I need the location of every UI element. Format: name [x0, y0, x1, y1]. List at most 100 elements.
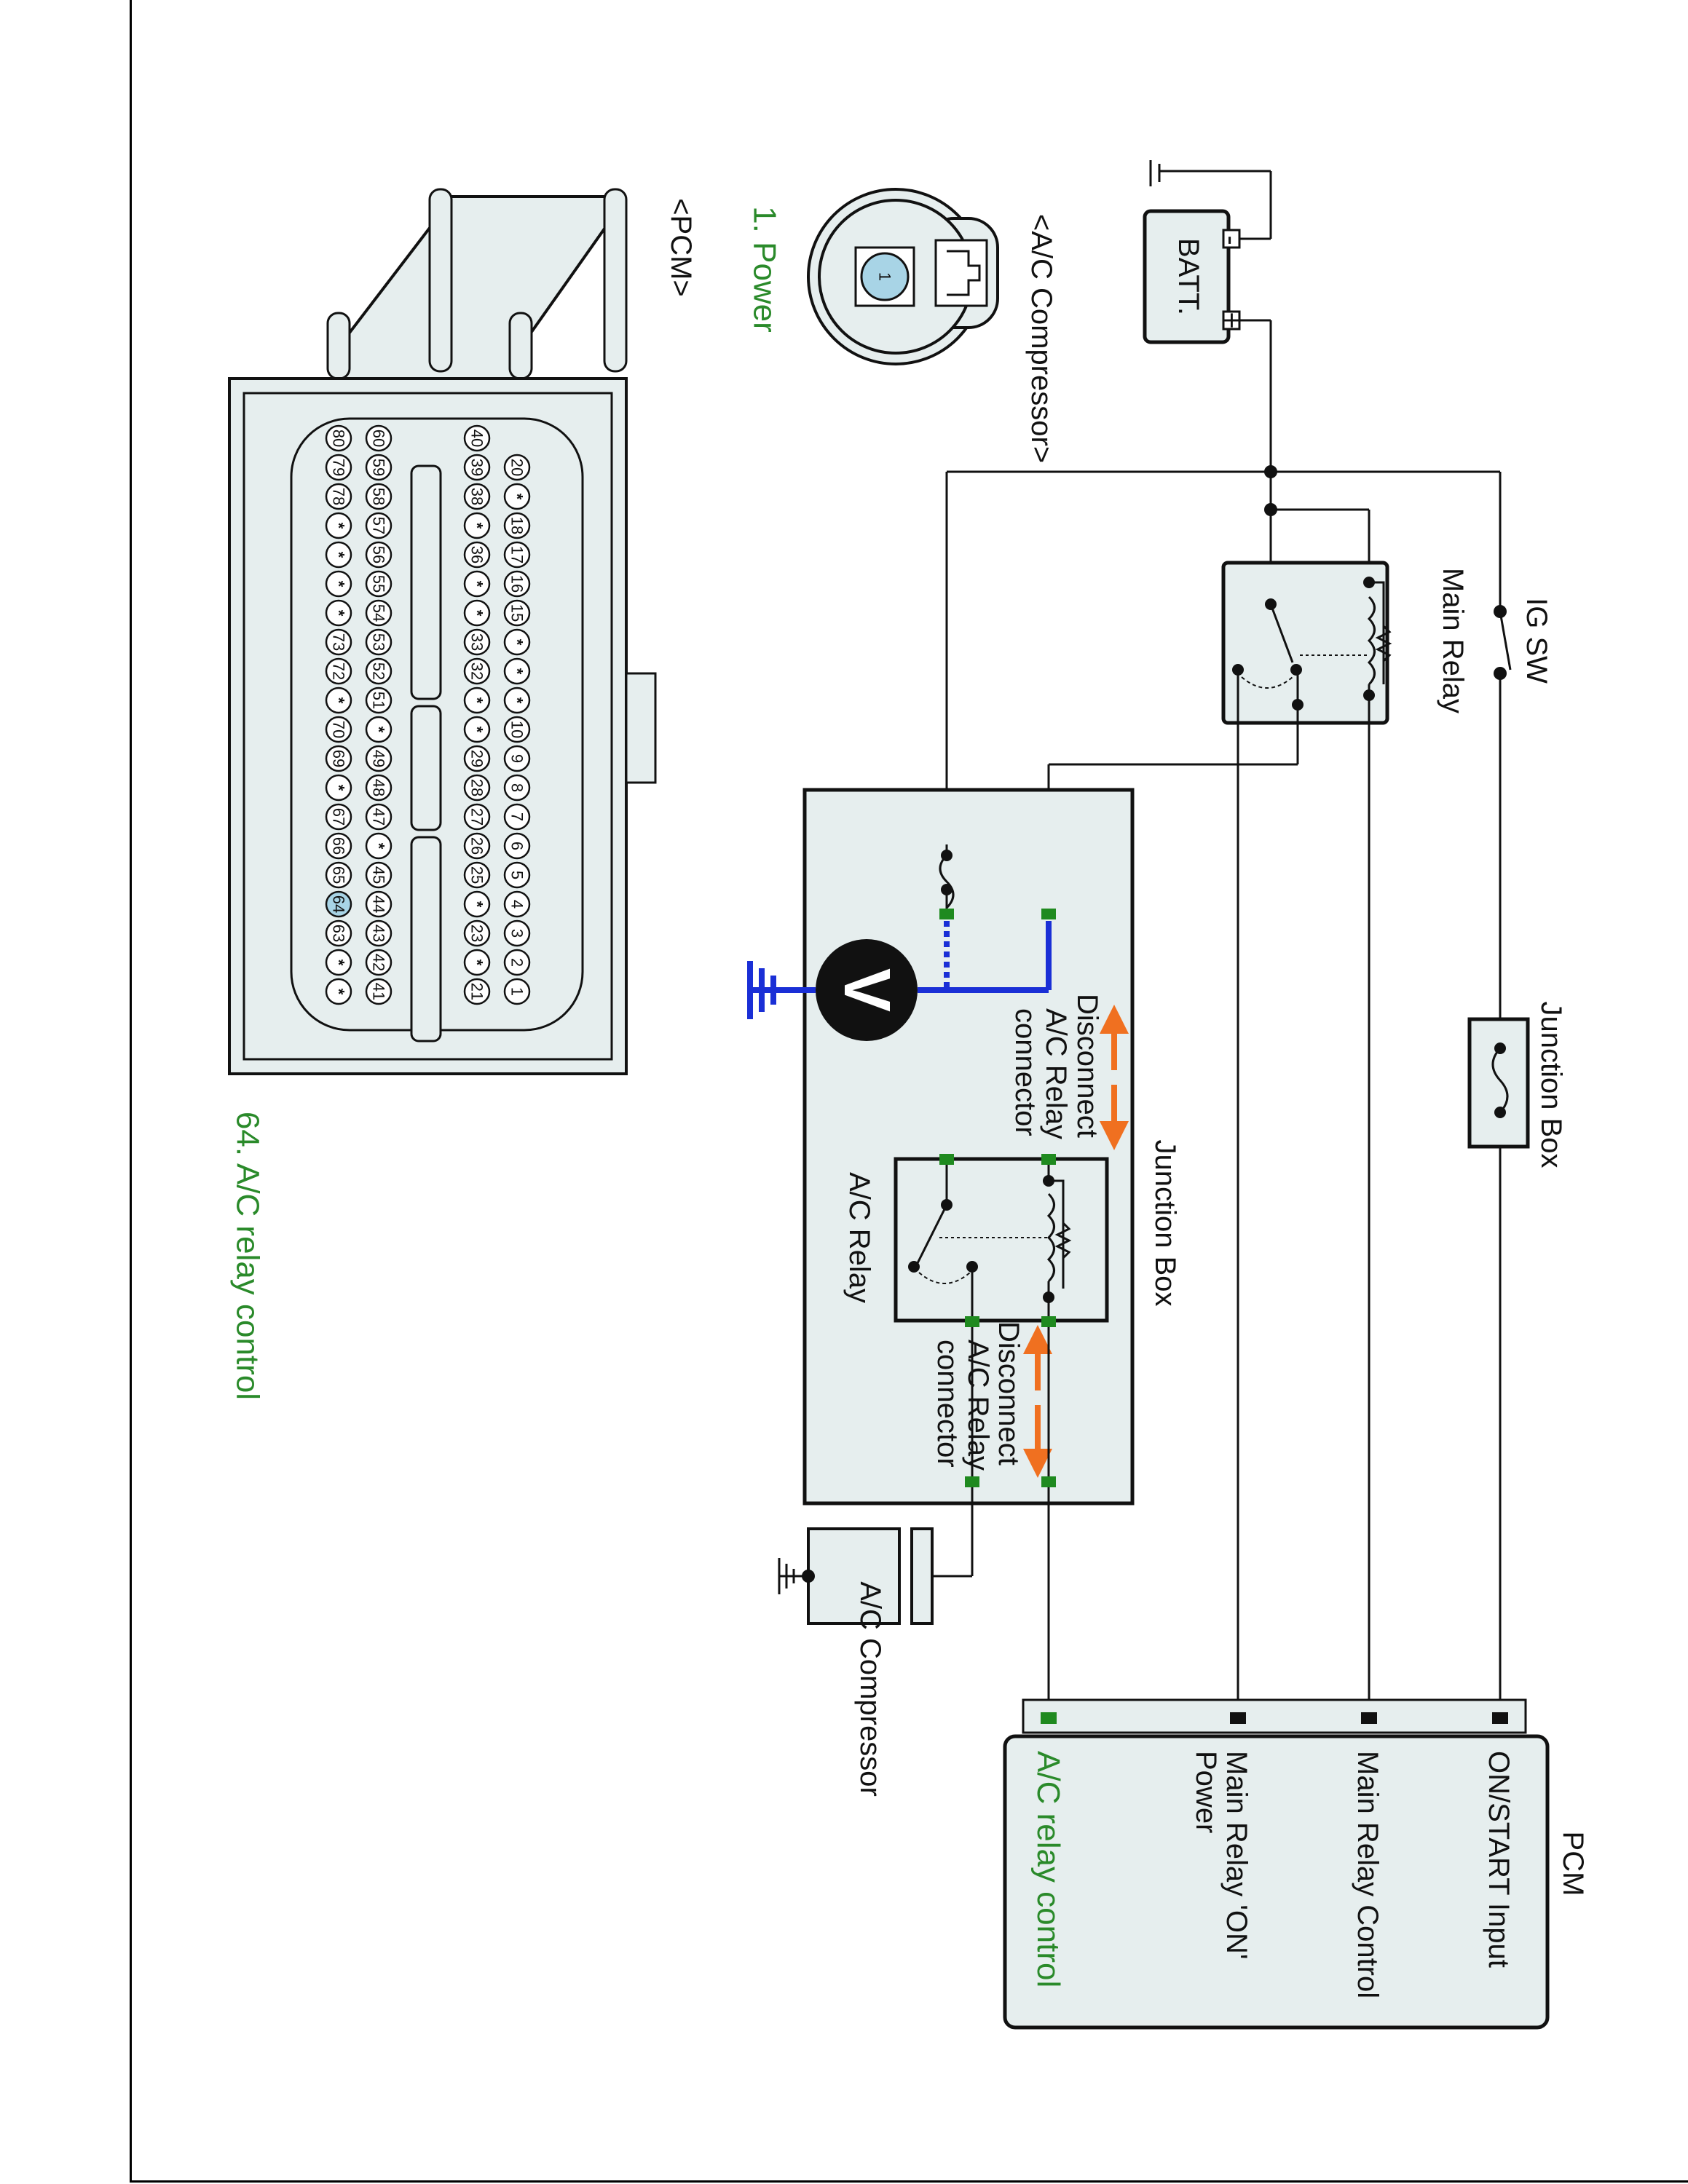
pcm-pin-label-row1-11: 8: [508, 783, 526, 792]
pcm-pin-row3-15: [365, 861, 393, 889]
pcm-pin-label-row4-8: 72: [330, 662, 348, 680]
pcm-pin-label-row2-3: *: [468, 523, 486, 529]
pcm-pin-label-row1-12: 7: [508, 812, 526, 821]
battery-label: BATT.: [1172, 238, 1204, 315]
pcm-pin-row1-1: [503, 483, 531, 510]
disconnect-top-label-3: connector: [1009, 1008, 1041, 1136]
pcm-pin-label-row4-17: 63: [330, 925, 348, 942]
pcm-pin-row4-4: [325, 541, 352, 569]
pcm-pin-label-row3-5: 55: [370, 575, 388, 593]
pcm-pin-row4-7: [325, 628, 352, 656]
pcm-pin-label-row1-10: 9: [508, 754, 526, 763]
pcm-pin-row3-13: [365, 803, 393, 831]
pcm-pin-row2-5: [463, 570, 491, 598]
junction-box-main-label: Junction Box: [1149, 1139, 1181, 1306]
ac-compressor-label: A/C Compressor: [854, 1581, 886, 1797]
pcm-pin-row3-12: [365, 774, 393, 802]
pcm-pin-label-row3-13: 47: [370, 808, 388, 826]
pcm-pin-row2-2: [463, 483, 491, 510]
pcm-pin-row2-7: [463, 628, 491, 656]
pcm-pin-row3-4: [365, 541, 393, 569]
pcm-pin-row4-5: [325, 570, 352, 598]
pcm-pin-label-row3-18: 42: [370, 954, 388, 971]
ac-relay-label: A/C Relay: [843, 1172, 875, 1303]
pcm-pin-row1-2: [503, 512, 531, 539]
pcm-pin-row4-17: [325, 919, 352, 947]
pcm-pin-caption: 64. A/C relay control: [230, 1112, 266, 1400]
pcm-pin-row1-12: [503, 803, 531, 831]
pcm-pin-row4-15: [325, 861, 352, 889]
pcm-pin-row3-2: [365, 483, 393, 510]
pcm-pin-label-row1-3: 17: [508, 546, 526, 563]
pcm-pin-label-row2-7: 33: [468, 633, 486, 651]
page-frame: [130, 0, 1688, 2183]
pcm-pin-label-row2-9: *: [468, 697, 486, 704]
pcm-pin-row4-8: [325, 657, 352, 685]
junction-box-fuse: Junction Box: [1467, 1001, 1567, 1168]
disconnect-bottom-label-2: A/C Relay: [962, 1340, 994, 1471]
pcm-pin-label-row1-15: 4: [508, 900, 526, 909]
junction-box-main: Junction Box V Disconnect A/C Relay conn…: [747, 788, 1181, 1718]
disconnect-bottom-label-1: Disconnect: [993, 1321, 1025, 1465]
battery-body: [1143, 209, 1231, 344]
pcm-pin-row4-11: [325, 745, 352, 772]
pcm-pin-row2-14: [463, 832, 491, 860]
pcm-pin-row2-1: [463, 454, 491, 481]
disconnect-top-label-2: A/C Relay: [1040, 1008, 1072, 1139]
pcm-pin-label-row4-11: 69: [330, 750, 348, 767]
pcm-pin-row1-16: [503, 919, 531, 947]
pcm-pin-label-row4-2: 78: [330, 488, 348, 505]
pcm-pin-label-row3-19: 41: [370, 983, 388, 1000]
power-pin-label: 1. Power: [747, 206, 783, 333]
pcm-pin-row4-19: [325, 978, 352, 1005]
main-relay-label: Main Relay: [1437, 568, 1469, 713]
battery: - + BATT.: [1143, 160, 1272, 472]
pcm-pin-label-row2-14: 26: [468, 837, 486, 855]
pcm-pin-label-row1-8: *: [508, 697, 526, 704]
pcm-pin-label-row4-6: *: [330, 610, 348, 617]
pcm-pin-label-row4-9: *: [330, 697, 348, 704]
battery-minus-label: -: [1215, 235, 1247, 245]
pcm-pin-row2-9: [463, 687, 491, 714]
pcm-pin-label-row4-0: 80: [330, 430, 348, 447]
pcm-pin-label-row4-18: *: [330, 960, 348, 966]
pcm-on-start-label: ON/START Input: [1483, 1751, 1515, 1968]
pcm-pin-label-row3-1: 59: [370, 459, 388, 476]
pcm-pin-label-row1-0: 20: [508, 459, 526, 476]
pcm-pin-row1-5: [503, 599, 531, 627]
pcm-pin-row3-5: [365, 570, 393, 598]
pcm-pin-label-row4-3: *: [330, 523, 348, 529]
pcm-pin-row2-0: [463, 424, 491, 452]
pcm-pin-label-row1-17: 2: [508, 958, 526, 967]
pcm-pin-label-row2-13: 27: [468, 808, 486, 826]
ac-compressor-connector-label: <A/C Compressor>: [1025, 214, 1057, 463]
pcm-pin-label-row2-19: 21: [468, 983, 486, 1000]
pcm-pin-row1-6: [503, 628, 531, 656]
pcm-pin-row3-17: [365, 919, 393, 947]
pcm-pin-row3-9: [365, 687, 393, 714]
pcm-pin-label-row4-16: 64: [330, 895, 348, 913]
pcm-pin-row1-14: [503, 861, 531, 889]
pcm-pin-label-row1-13: 6: [508, 842, 526, 850]
pcm-pin-label-row4-7: 73: [330, 633, 348, 651]
pcm-pin-label-row3-10: *: [370, 727, 388, 733]
pcm-pin-row2-13: [463, 803, 491, 831]
ac-compressor-clutch: A/C Compressor: [778, 1527, 972, 1797]
pcm-connector: <PCM> 20*18171615***10987654321403938*36…: [228, 188, 697, 1400]
pcm-pin-label-row1-1: *: [508, 494, 526, 500]
battery-ground-icon: [1149, 160, 1271, 186]
pcm-main-relay-on-label-1: Main Relay 'ON': [1220, 1751, 1253, 1959]
pcm-pin-row1-15: [503, 890, 531, 918]
pcm-pin-row1-9: [503, 716, 531, 743]
pcm-pin-label-row2-0: 40: [468, 430, 486, 447]
pcm-pin-row2-16: [463, 890, 491, 918]
pcm-pin-label-row3-2: 58: [370, 488, 388, 505]
pcm-pin-label-row3-4: 56: [370, 546, 388, 563]
pcm-pin-row2-6: [463, 599, 491, 627]
pcm-connector-label: <PCM>: [665, 198, 697, 297]
pcm-pin-row1-10: [503, 745, 531, 772]
pcm-pin-row3-0: [365, 424, 393, 452]
pcm-pin-label-row2-8: 32: [468, 662, 486, 680]
pcm-pin-label-row2-4: 36: [468, 546, 486, 563]
pcm-main-relay-control-label: Main Relay Control: [1352, 1751, 1384, 1998]
